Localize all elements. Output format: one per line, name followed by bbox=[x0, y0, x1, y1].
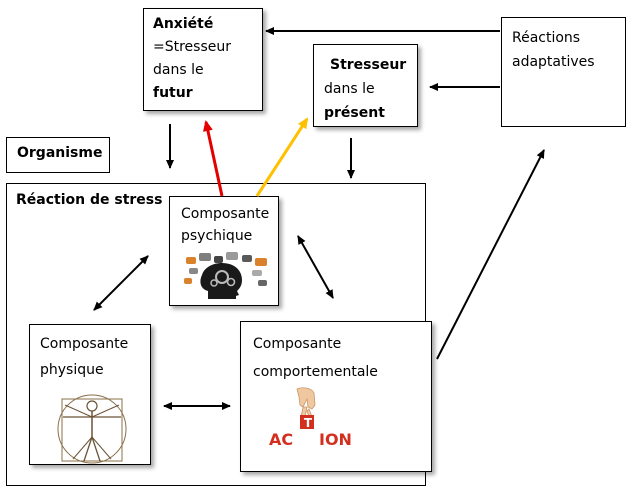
stresseur-line2: dans le bbox=[324, 81, 375, 97]
stresseur-title: Stresseur bbox=[330, 57, 407, 73]
anxiete-line3: dans le bbox=[153, 62, 204, 78]
reactions-line2: adaptatives bbox=[512, 54, 595, 70]
arrow-comportementale-to-reactions bbox=[436, 149, 545, 360]
anxiete-line2: =Stresseur bbox=[153, 39, 231, 55]
psychique-box: Composante psychique bbox=[169, 196, 279, 306]
comportementale-line2: comportementale bbox=[253, 364, 378, 380]
action-logo-left: AC bbox=[269, 430, 294, 449]
physique-line2: physique bbox=[40, 362, 104, 378]
anxiete-title: Anxiété bbox=[153, 16, 214, 32]
reactions-adaptatives-box: Réactions adaptatives bbox=[501, 17, 626, 127]
physique-line1: Composante bbox=[40, 336, 129, 352]
anxiete-line4: futur bbox=[153, 85, 193, 101]
action-logo-right: ION bbox=[319, 430, 352, 449]
organisme-box: Organisme bbox=[6, 137, 110, 173]
vitruvian-man-icon bbox=[57, 394, 127, 464]
head-gears-icon bbox=[184, 252, 267, 299]
physique-box: Composante physique bbox=[29, 324, 151, 465]
organisme-label: Organisme bbox=[17, 145, 103, 161]
action-logo-tile: T bbox=[303, 416, 313, 430]
reaction-stress-label: Réaction de stress bbox=[16, 192, 163, 208]
action-hand-icon: AC T ION bbox=[267, 387, 359, 457]
comportementale-box: Composante comportementale AC T ION bbox=[240, 321, 432, 472]
psychique-line2: psychique bbox=[181, 228, 253, 244]
comportementale-line1: Composante bbox=[253, 336, 342, 352]
anxiete-box: Anxiété =Stresseur dans le futur bbox=[143, 8, 263, 111]
stresseur-line3: présent bbox=[324, 105, 385, 121]
stresseur-box: Stresseur dans le présent bbox=[313, 44, 418, 127]
reactions-line1: Réactions bbox=[512, 30, 581, 46]
psychique-line1: Composante bbox=[181, 206, 270, 222]
